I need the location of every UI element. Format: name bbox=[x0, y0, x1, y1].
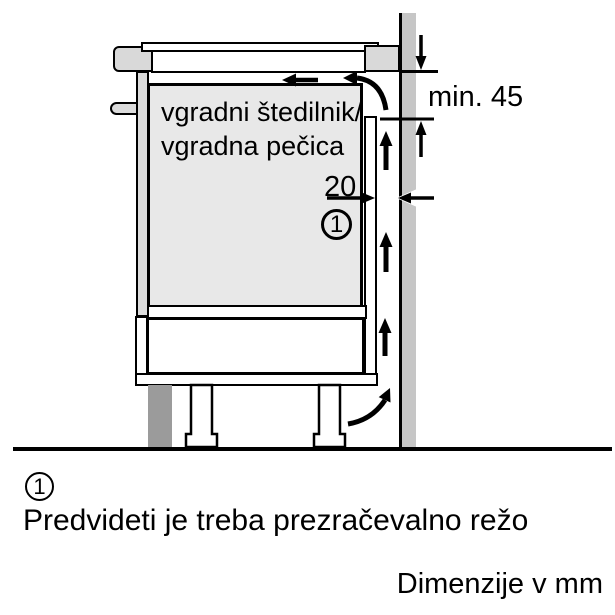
dimension-label-min45: min. 45 bbox=[428, 81, 524, 113]
plinth-panel bbox=[148, 385, 172, 447]
airflow-bottom-curved-arrow-head bbox=[378, 388, 391, 403]
drawer-box bbox=[147, 318, 364, 374]
oven-label-line2: vgradna pečica bbox=[161, 131, 345, 161]
footnote-text: Predvideti je treba prezračevalno režo bbox=[23, 504, 529, 537]
oven-label-line1: vgradni štedilnik/ bbox=[161, 97, 363, 127]
hob-top-frame bbox=[141, 42, 379, 52]
oven-bottom-panel bbox=[147, 305, 367, 319]
airflow-up-arrow-1-head bbox=[379, 131, 393, 146]
airflow-up-arrow-2-head bbox=[379, 232, 393, 247]
oven-leg-left bbox=[184, 383, 219, 449]
footnote-marker-1: 1 bbox=[25, 472, 54, 501]
footnote-marker-1-digit: 1 bbox=[33, 473, 46, 499]
callout-marker-1: 1 bbox=[321, 209, 352, 240]
dim-min45-up-arrow-head bbox=[415, 121, 427, 135]
hob-body bbox=[151, 49, 366, 73]
rear-spacer-rail bbox=[364, 116, 377, 375]
oven-leg-right bbox=[312, 383, 347, 449]
worktop-right-section bbox=[364, 45, 400, 72]
cabinet-base-panel bbox=[135, 373, 378, 386]
oven-door-handle bbox=[110, 102, 138, 115]
oven-label: vgradni štedilnik/ vgradna pečica bbox=[161, 95, 362, 163]
dimension-label-20: 20 bbox=[324, 171, 357, 203]
airflow-bottom-curved-arrow bbox=[347, 398, 388, 427]
callout-marker-1-digit: 1 bbox=[329, 210, 344, 238]
wall-section bbox=[399, 13, 416, 447]
units-note: Dimenzije v mm bbox=[396, 568, 603, 600]
airflow-up-arrow-3-head bbox=[378, 318, 392, 333]
dim-min45-down-arrow-head bbox=[415, 56, 427, 70]
